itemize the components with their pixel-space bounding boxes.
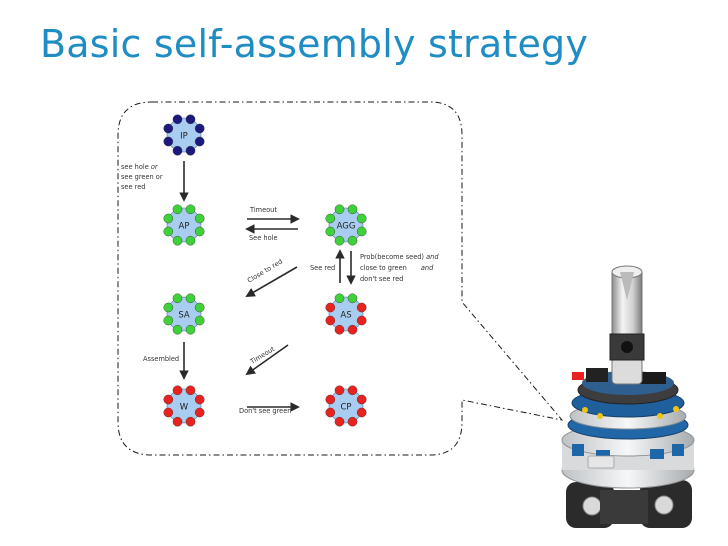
led-dot <box>325 226 336 237</box>
state-agg: AGG <box>325 204 367 246</box>
label-w-cp: Don't see green <box>239 407 291 415</box>
led-dot <box>163 226 174 237</box>
led-dot <box>356 394 367 405</box>
led-dot <box>194 394 205 405</box>
led-dot <box>356 315 367 326</box>
arrow-cp-to-w <box>245 344 289 376</box>
led-dot <box>325 315 336 326</box>
led-dot <box>356 302 367 313</box>
led-dot <box>185 293 196 304</box>
label-agg-ap: See hole <box>249 234 278 242</box>
state-label: IP <box>180 132 188 142</box>
led-dot <box>172 235 183 246</box>
led-dot <box>194 213 205 224</box>
led-dot <box>325 407 336 418</box>
led-dot <box>347 235 358 246</box>
led-dot <box>347 385 358 396</box>
led-dot <box>347 416 358 427</box>
robot-photo <box>561 265 695 528</box>
arrow-as-to-ap <box>245 266 298 297</box>
slide-title: Basic self-assembly strategy <box>40 22 589 66</box>
label-ip-ap-1: see hole or <box>121 163 159 171</box>
state-as: AS <box>325 293 367 335</box>
led-dot <box>325 213 336 224</box>
led-dot <box>334 416 345 427</box>
led-dot <box>185 385 196 396</box>
led-dot <box>163 407 174 418</box>
led-dot <box>163 315 174 326</box>
led-dot <box>172 204 183 215</box>
label-as-ap: Close to red <box>246 257 284 284</box>
state-w: W <box>163 385 205 427</box>
led-dot <box>163 123 174 134</box>
led-dot <box>334 324 345 335</box>
led-dot <box>185 416 196 427</box>
led-dot <box>334 293 345 304</box>
led-dot <box>163 136 174 147</box>
state-label: AGG <box>337 222 356 232</box>
led-dot <box>356 226 367 237</box>
label-ip-ap-3: see red <box>121 183 145 191</box>
led-dot <box>172 145 183 156</box>
state-sa: SA <box>163 293 205 335</box>
led-dot <box>172 114 183 125</box>
led-dot <box>185 114 196 125</box>
label-agg-as-1: Prob(become seed) and <box>360 253 439 261</box>
label-ap-agg: Timeout <box>249 206 277 214</box>
led-dot <box>356 213 367 224</box>
led-dot <box>163 394 174 405</box>
led-dot <box>334 235 345 246</box>
led-dot <box>347 324 358 335</box>
led-dot <box>334 385 345 396</box>
led-dot <box>194 407 205 418</box>
led-dot <box>185 204 196 215</box>
led-dot <box>194 302 205 313</box>
led-dot <box>185 235 196 246</box>
led-dot <box>163 213 174 224</box>
state-ap: AP <box>163 204 205 246</box>
led-dot <box>347 204 358 215</box>
led-dot <box>172 293 183 304</box>
led-dot <box>356 407 367 418</box>
led-dot <box>194 226 205 237</box>
led-dot <box>172 324 183 335</box>
state-ip: IP <box>163 114 205 156</box>
led-dot <box>185 145 196 156</box>
led-dot <box>194 136 205 147</box>
state-label: AP <box>179 222 190 232</box>
led-dot <box>347 293 358 304</box>
label-agg-as-3: don't see red <box>360 275 403 283</box>
led-dot <box>325 302 336 313</box>
label-as-agg: See red <box>310 264 335 272</box>
led-dot <box>334 204 345 215</box>
state-label: SA <box>178 311 190 321</box>
state-label: W <box>180 403 189 413</box>
led-dot <box>172 416 183 427</box>
label-ip-ap-2: see green or <box>121 173 163 181</box>
state-label: AS <box>340 311 351 321</box>
label-sa-w: Assembled <box>143 355 179 363</box>
led-dot <box>172 385 183 396</box>
led-dot <box>163 302 174 313</box>
speech-bubble <box>117 101 564 456</box>
state-cp: CP <box>325 385 367 427</box>
led-dot <box>194 123 205 134</box>
led-dot <box>185 324 196 335</box>
led-dot <box>194 315 205 326</box>
led-dot <box>325 394 336 405</box>
state-label: CP <box>340 403 351 413</box>
